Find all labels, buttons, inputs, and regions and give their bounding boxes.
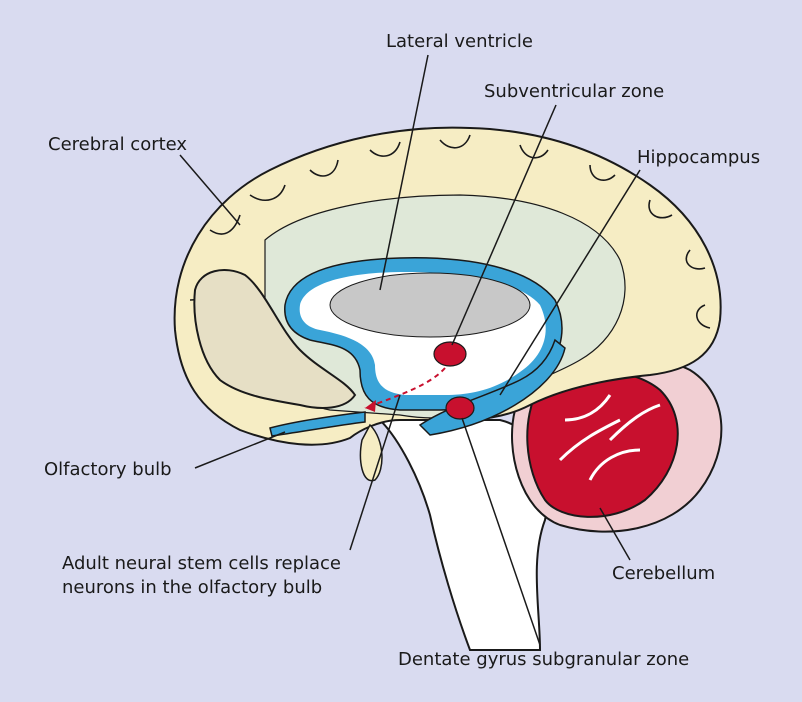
- rostral-migratory-stream: [364, 367, 446, 409]
- dentate-gyrus-dot: [445, 396, 475, 420]
- leader-dentate-gyrus: [461, 417, 541, 646]
- label-adult-stem-cells-line2: neurons in the olfactory bulb: [62, 577, 323, 598]
- label-lateral-ventricle: Lateral ventricle: [386, 31, 533, 52]
- olfactory-bulb: [269, 411, 366, 437]
- migration-arrow-icon: [365, 400, 376, 412]
- optic-lobe: [359, 423, 383, 482]
- leader-olfactory-bulb: [194, 431, 286, 469]
- label-olfactory-bulb: Olfactory bulb: [44, 459, 172, 480]
- label-subventricular-zone: Subventricular zone: [484, 81, 665, 102]
- label-hippocampus: Hippocampus: [637, 147, 761, 168]
- subventricular-zone-dot: [433, 341, 467, 367]
- label-adult-stem-cells-line1: Adult neural stem cells replace: [62, 553, 341, 574]
- leader-adult-stem-cells: [349, 394, 401, 551]
- leader-lateral-ventricle: [379, 54, 429, 291]
- frontal-gyri: [193, 269, 357, 409]
- leader-subventricular-zone: [451, 104, 557, 346]
- label-adult-stem-cells: Adult neural stem cells replace neurons …: [62, 552, 382, 600]
- label-cerebellum: Cerebellum: [612, 563, 716, 584]
- leader-cerebral-cortex: [179, 154, 241, 226]
- leader-hippocampus: [499, 169, 641, 396]
- leader-cerebellum: [599, 507, 631, 561]
- label-cerebral-cortex: Cerebral cortex: [48, 134, 188, 155]
- label-dentate-gyrus: Dentate gyrus subgranular zone: [398, 649, 690, 670]
- lateral-ventricle: [329, 272, 531, 338]
